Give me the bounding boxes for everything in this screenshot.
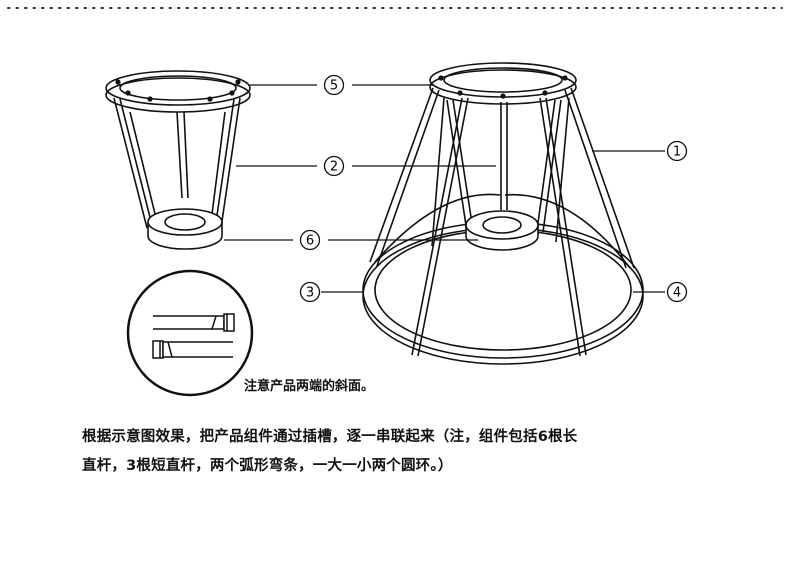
svg-text:5: 5 bbox=[330, 79, 338, 94]
svg-text:3: 3 bbox=[306, 286, 314, 301]
svg-text:6: 6 bbox=[306, 234, 314, 249]
svg-text:1: 1 bbox=[673, 145, 681, 160]
small-frame bbox=[105, 70, 251, 250]
small-top-ring bbox=[105, 70, 251, 113]
callout-4: 4 bbox=[666, 281, 688, 303]
callout-6: 6 bbox=[299, 229, 321, 251]
inset-note: 注意产品两端的斜面。 bbox=[244, 378, 374, 394]
large-top-ring bbox=[429, 62, 577, 105]
inset-rod-upper bbox=[153, 313, 235, 332]
svg-text:4: 4 bbox=[673, 286, 681, 301]
inset-detail: 注意产品两端的斜面。 bbox=[126, 269, 374, 397]
callout-2: 2 bbox=[323, 155, 345, 177]
large-frame-arc-right bbox=[504, 193, 631, 269]
large-inner-ring bbox=[465, 210, 539, 251]
small-bottom-ring bbox=[147, 208, 223, 250]
callout-3: 3 bbox=[299, 281, 321, 303]
callout-1: 1 bbox=[666, 140, 688, 162]
description-line-1: 根据示意图效果，把产品组件通过插槽，逐一串联起来（注，组件包括6根长 bbox=[82, 429, 578, 445]
callout-5: 5 bbox=[323, 74, 345, 96]
description-line-2: 直杆，3根短直杆，两个弧形弯条，一大一小两个圆环。） bbox=[82, 458, 453, 474]
inset-rod-lower bbox=[152, 340, 233, 359]
large-frame-arc-left bbox=[374, 193, 501, 263]
inset-circle bbox=[126, 269, 254, 397]
svg-text:2: 2 bbox=[330, 160, 338, 175]
large-frame-long-rods bbox=[369, 87, 635, 357]
large-frame bbox=[362, 62, 644, 365]
